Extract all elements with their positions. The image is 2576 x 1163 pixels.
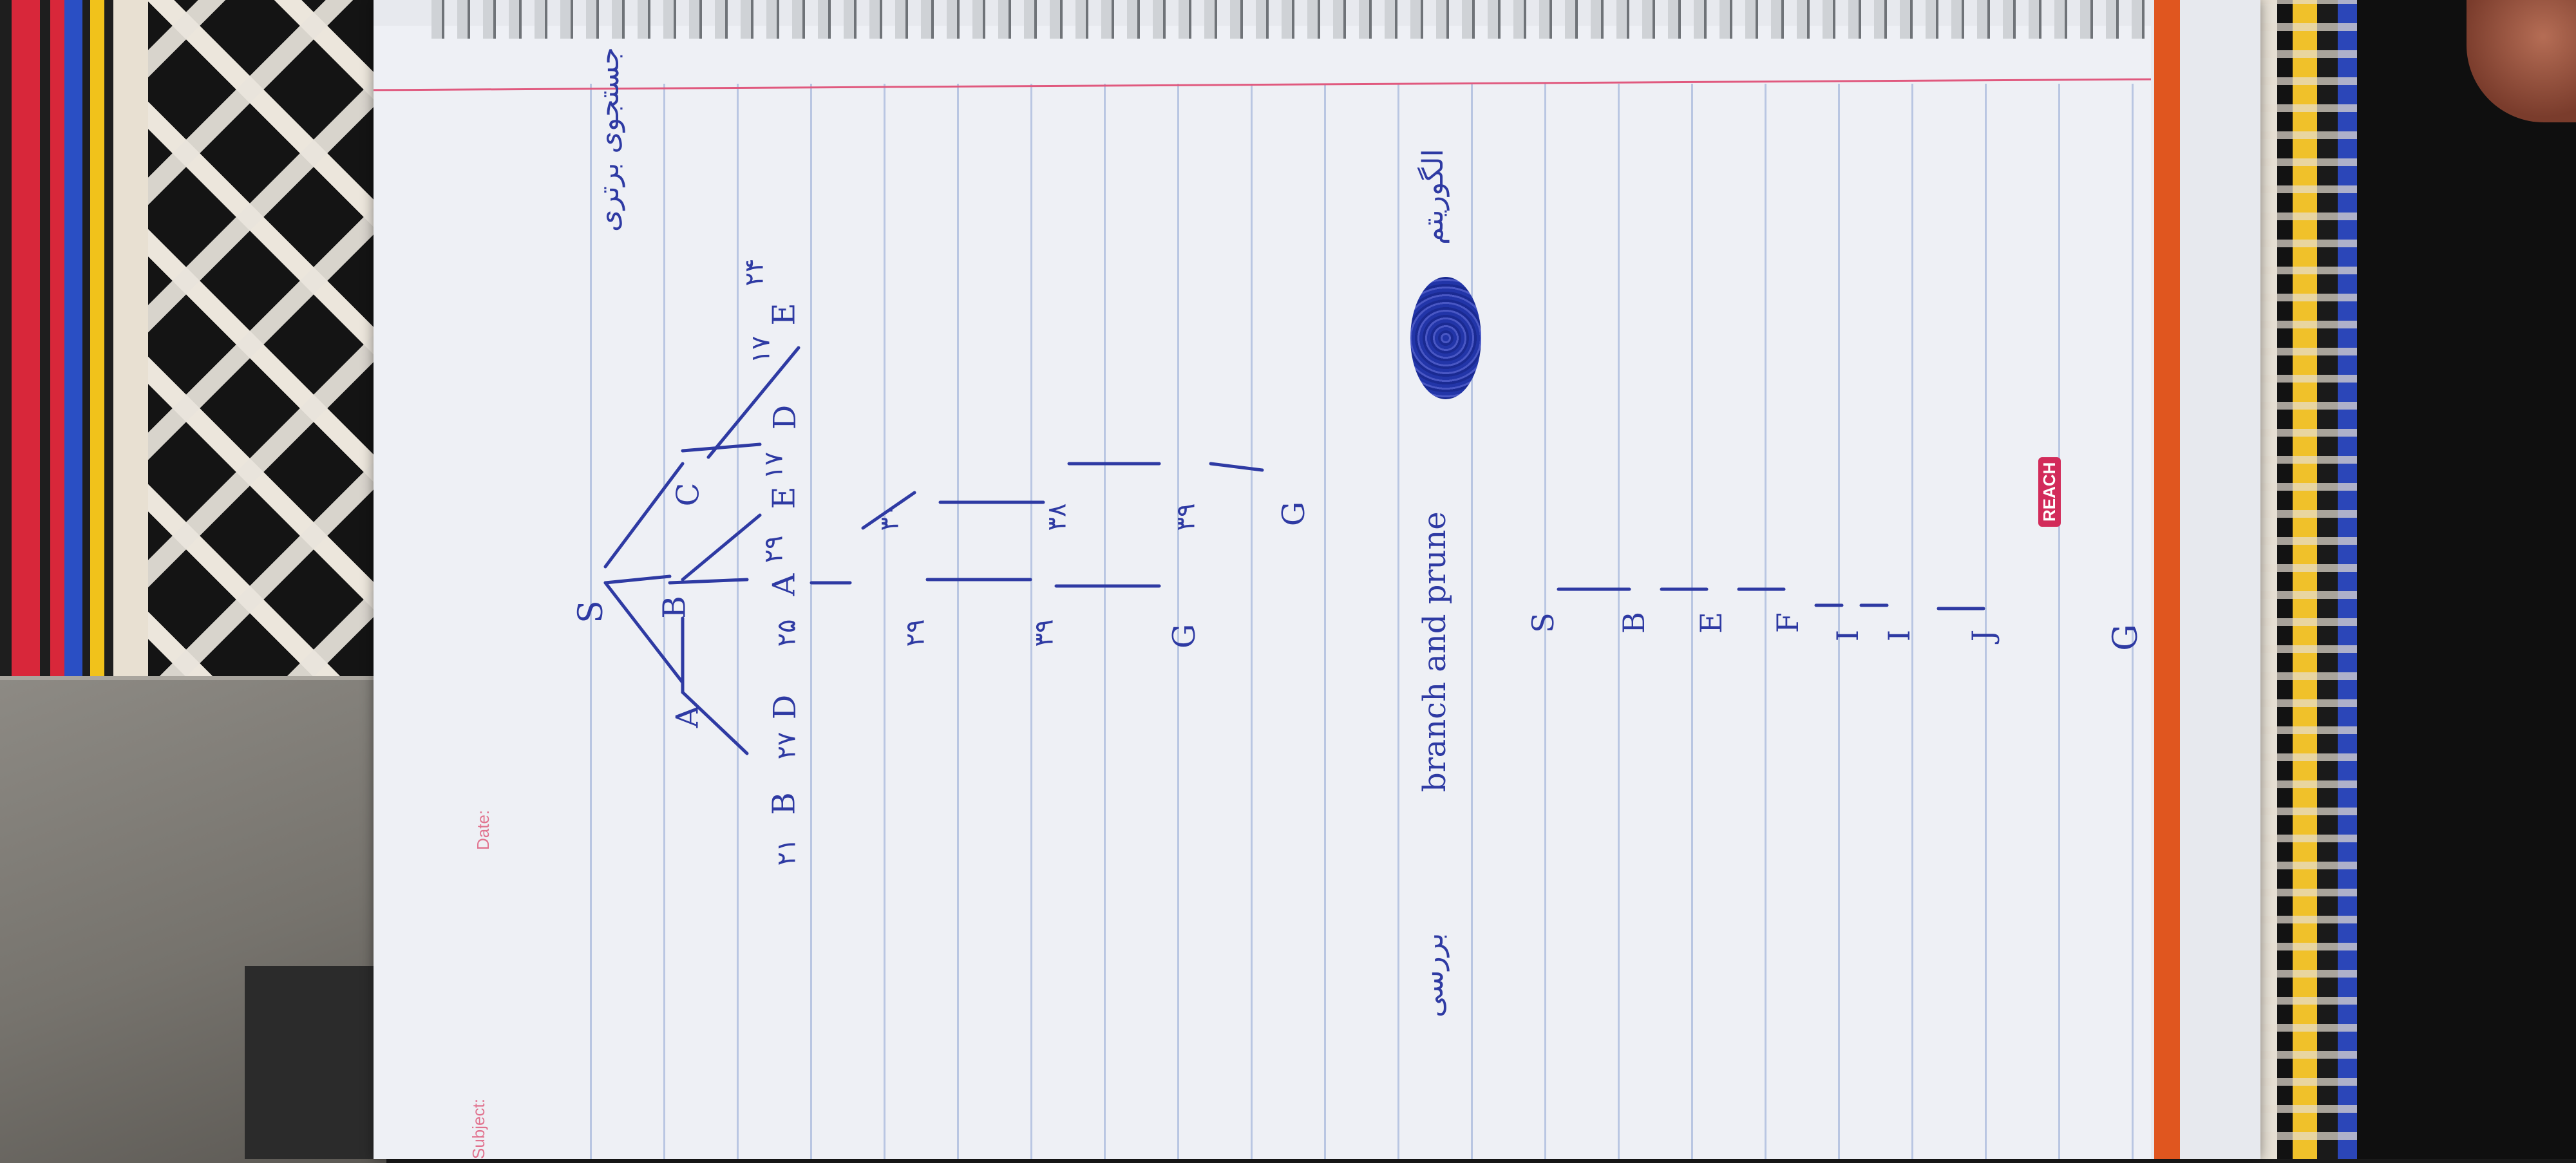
tree-goal-node: G	[1166, 623, 1203, 649]
tree-deep-label: ۳۰	[875, 503, 905, 531]
tree-goal-node: G	[1276, 501, 1312, 527]
tree-weight: ۱۷	[746, 336, 776, 364]
title-handwriting: جستجوی برتری	[592, 47, 625, 232]
path-node: B	[1616, 612, 1651, 634]
prefix-handwriting: بررسی	[1417, 932, 1450, 1017]
path-node: I	[1882, 629, 1917, 642]
tree-weight: ۲۵	[772, 619, 802, 647]
path-node: E	[1693, 612, 1728, 634]
tree-weight: ۲۹	[759, 535, 789, 563]
tree-root-node: S	[571, 600, 611, 623]
tree-node-b: B	[656, 596, 693, 619]
tree-node-a: A	[669, 705, 706, 728]
tree-node-e-2: E	[766, 303, 802, 326]
ruled-lines	[518, 84, 2141, 1159]
tree-weight: ۱۷	[759, 451, 789, 480]
path-node: I	[1830, 629, 1866, 642]
path-goal-node: G	[2106, 624, 2145, 651]
branch-and-prune-text: branch and prune	[1417, 511, 1453, 792]
notebook-cover-edge	[2154, 0, 2180, 1159]
tree-diagram	[603, 346, 1985, 755]
background-fabric-pattern	[148, 0, 412, 689]
tree-node-d-2: D	[767, 404, 804, 430]
tree-node-a-2: A	[766, 573, 802, 596]
tree-deep-label: ۳۹	[1171, 503, 1201, 531]
tree-node-e: E	[766, 486, 802, 509]
tree-deep-label: ۳۹	[1029, 619, 1059, 647]
path-node: F	[1770, 612, 1805, 633]
path-node: S	[1525, 612, 1560, 633]
tree-deep-label: ۲۹	[900, 619, 931, 647]
notebook	[374, 0, 2260, 1159]
tree-node-d: D	[767, 694, 804, 720]
tree-weight: ۲۴	[739, 258, 770, 287]
algorithm-handwriting: الگوریتم	[1417, 149, 1450, 245]
background-fabric-stripes	[0, 0, 148, 689]
path-node: J	[1965, 629, 2001, 642]
notebook-page	[374, 26, 2151, 1159]
tree-deep-label: ۳۸	[1042, 503, 1072, 531]
tree-node-c: C	[670, 482, 706, 507]
tree-weight: ۲۷	[772, 732, 802, 760]
reach-stamp: REACH	[2038, 457, 2061, 527]
spiral-binding	[425, 0, 2164, 39]
tree-weight: ۲۱	[772, 838, 802, 866]
scribbled-out-word	[1410, 277, 1481, 399]
tree-node-b-2: B	[766, 792, 802, 815]
laptop-shadow	[245, 966, 386, 1159]
